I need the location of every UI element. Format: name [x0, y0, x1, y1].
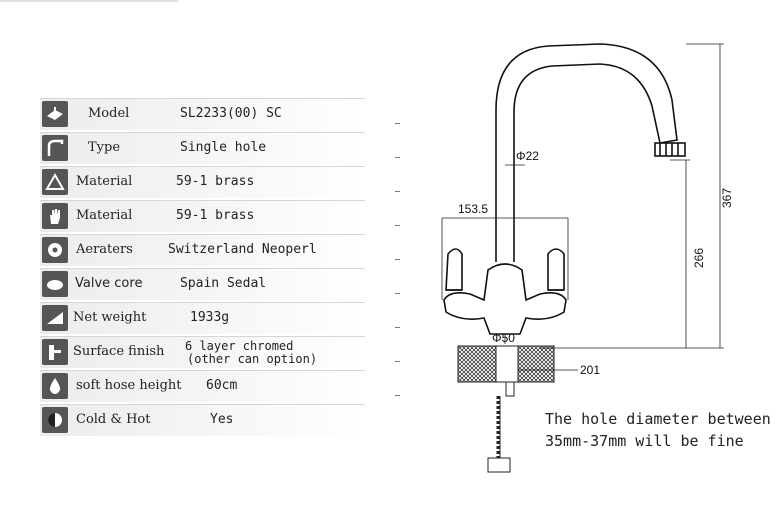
aerator-outline [654, 142, 686, 157]
spec-row-weight: Net weight 1933g [40, 302, 400, 334]
dim-spout-diameter: Φ22 [516, 149, 539, 163]
dim-handle-span: 153.5 [458, 202, 488, 216]
triangle-icon [42, 169, 68, 195]
note-line-1: The hole diameter between [545, 410, 771, 428]
spec-value: 6 layer chromed [185, 339, 294, 353]
spec-label: Surface finish [73, 344, 165, 359]
spec-label: Net weight [73, 310, 147, 325]
dimension-lines [441, 43, 724, 371]
spec-value: 59-1 brass [176, 208, 255, 223]
spec-label: Material [76, 174, 133, 189]
spec-value: Yes [210, 412, 234, 427]
right-handle [547, 248, 565, 291]
spec-row-model: Model SL2233(00) SC [40, 98, 400, 130]
spec-label: soft hose height [76, 378, 182, 393]
spec-value: 59-1 brass [176, 174, 255, 189]
spec-row-cold-hot: Cold & Hot Yes [40, 404, 365, 436]
hose-nut [487, 457, 511, 473]
spec-label: Valve core [75, 276, 143, 291]
spec-label: Cold & Hot [76, 412, 151, 427]
row-tick [395, 191, 400, 192]
row-tick [395, 361, 400, 362]
spec-label: Model [88, 106, 130, 121]
row-tick [395, 293, 400, 294]
aerator-icon [42, 237, 68, 263]
spec-label: Type [88, 140, 121, 155]
spec-label: Aeraters [76, 242, 133, 257]
spec-value: 60cm [206, 378, 238, 393]
valve-icon [42, 271, 68, 297]
spec-value: Spain Sedal [180, 276, 267, 291]
hole-diameter-note: The hole diameter between 35mm-37mm will… [545, 408, 771, 452]
row-tick [395, 225, 400, 226]
spec-label: Material [76, 208, 133, 223]
spout-outline [495, 43, 678, 262]
drop-icon [42, 373, 68, 399]
spec-row-finish: Surface finish 6 layer chromed (other ca… [40, 336, 400, 368]
spec-row-valve: Valve core Spain Sedal [40, 268, 400, 300]
spec-value: Single hole [180, 140, 267, 155]
spec-row-material-1: Material 59-1 brass [40, 166, 400, 198]
dim-reach: 201 [580, 363, 600, 377]
dim-total-height: 367 [720, 188, 734, 208]
mount-shank [495, 345, 519, 383]
spec-row-hose: soft hose height 60cm [40, 370, 400, 402]
spec-row-aerator: Aeraters Switzerland Neoperl [40, 234, 400, 266]
note-line-2: 35mm-37mm will be fine [545, 432, 744, 450]
spec-value: Switzerland Neoperl [168, 242, 317, 257]
spec-row-material-2: Material 59-1 brass [40, 200, 400, 232]
faucet-outline [443, 43, 686, 335]
spec-value: SL2233(00) SC [180, 106, 282, 121]
top-accent-line [0, 0, 178, 2]
row-tick [395, 395, 400, 396]
finish-icon [42, 339, 68, 365]
row-tick [395, 259, 400, 260]
row-tick [395, 327, 400, 328]
spout-icon [42, 135, 68, 161]
spec-table: Model SL2233(00) SC Type Single hole Mat… [40, 98, 400, 438]
body-outline [443, 263, 567, 335]
tap-icon [42, 101, 68, 127]
spec-row-type: Type Single hole [40, 132, 400, 164]
half-circle-icon [42, 407, 68, 433]
row-tick [395, 123, 400, 124]
dim-base-diameter: Φ50 [492, 331, 515, 345]
hand-icon [42, 203, 68, 229]
spec-value: 1933g [190, 310, 230, 325]
left-handle [445, 248, 463, 291]
spec-value-note: (other can option) [187, 352, 318, 366]
row-tick [395, 157, 400, 158]
dim-spout-height: 266 [692, 248, 706, 268]
weight-icon [42, 305, 68, 331]
